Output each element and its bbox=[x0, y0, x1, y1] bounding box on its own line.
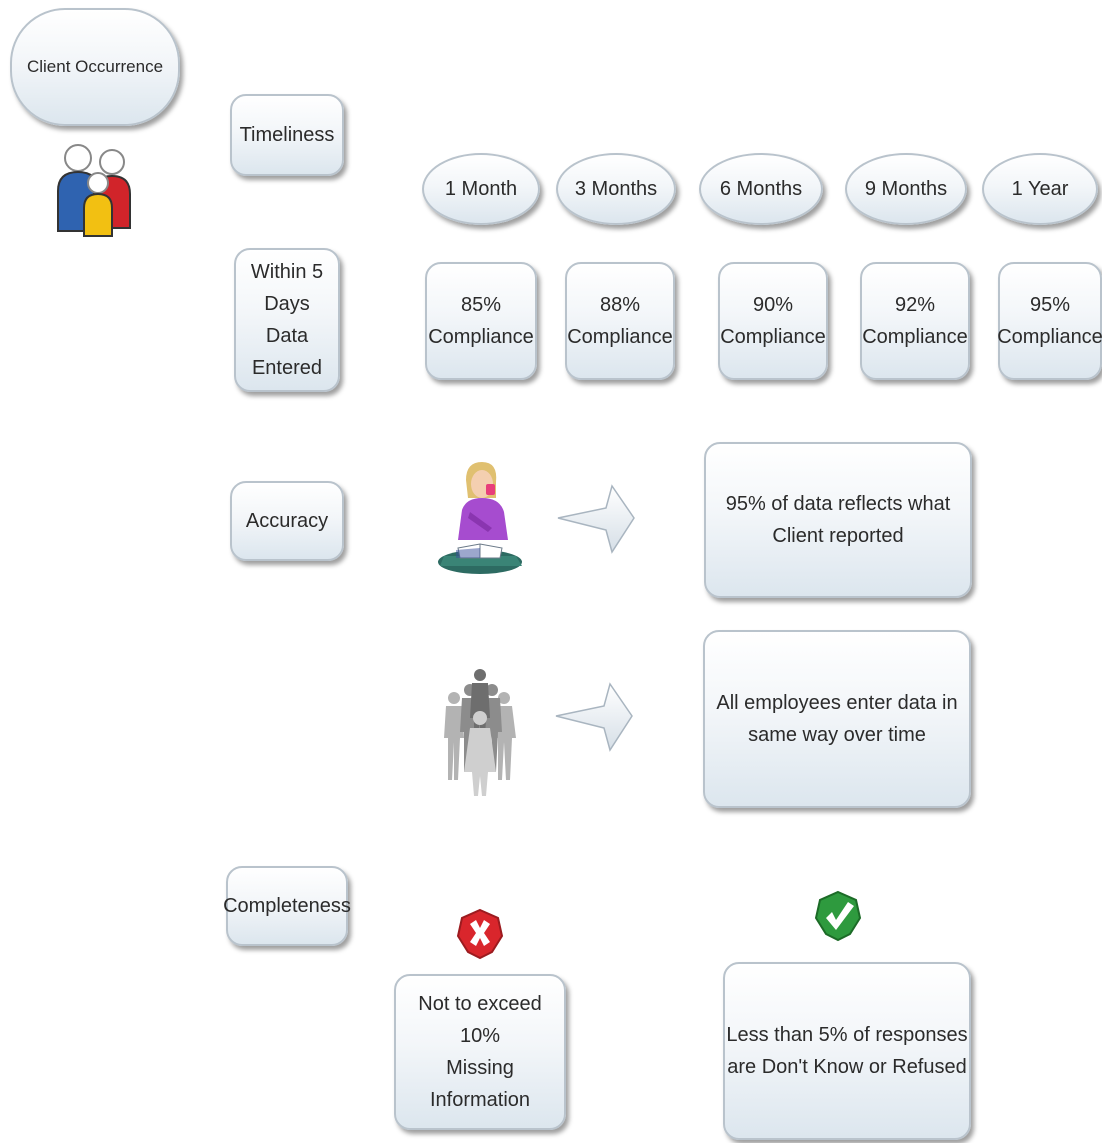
data-reflects-line-1: 95% of data reflects what bbox=[725, 493, 951, 515]
compliance-percent: 85% bbox=[460, 294, 502, 316]
period-label: 6 Months bbox=[719, 178, 803, 200]
compliance-percent: 92% bbox=[894, 294, 936, 316]
period-9-months: 9 Months bbox=[845, 153, 967, 225]
arrow-right-icon bbox=[557, 484, 635, 554]
compliance-percent: 95% bbox=[1029, 294, 1071, 316]
within-5-days-line-4: Entered bbox=[251, 357, 323, 379]
compliance-95-box: 95% Compliance bbox=[997, 262, 1102, 380]
client-occurrence-label: Client Occurrence bbox=[26, 57, 164, 77]
accuracy-label: Accuracy bbox=[245, 510, 329, 532]
green-check-icon bbox=[814, 890, 862, 942]
compliance-92-box: 92% Compliance bbox=[860, 262, 970, 380]
consistency-box: All employees enter data in same way ove… bbox=[703, 630, 971, 808]
data-reflects-box: 95% of data reflects what Client reporte… bbox=[704, 442, 972, 598]
within-5-days-line-3: Data bbox=[265, 325, 309, 347]
within-5-days-line-1: Within 5 bbox=[250, 261, 324, 283]
dont-know-line-2: are Don't Know or Refused bbox=[727, 1056, 967, 1078]
dont-know-refused-box: Less than 5% of responses are Don't Know… bbox=[723, 962, 971, 1140]
period-6-months: 6 Months bbox=[699, 153, 823, 225]
period-label: 1 Month bbox=[444, 178, 518, 200]
dont-know-line-1: Less than 5% of responses bbox=[726, 1024, 968, 1046]
compliance-percent: 88% bbox=[599, 294, 641, 316]
missing-info-line-3: Information bbox=[429, 1089, 531, 1111]
compliance-90-box: 90% Compliance bbox=[718, 262, 828, 380]
completeness-label: Completeness bbox=[223, 895, 351, 917]
client-occurrence-box: Client Occurrence bbox=[10, 8, 180, 126]
compliance-88-box: 88% Compliance bbox=[565, 262, 675, 380]
compliance-percent: 90% bbox=[752, 294, 794, 316]
within-5-days-line-2: Days bbox=[264, 293, 310, 315]
people-group-icon bbox=[57, 144, 131, 237]
period-1-month: 1 Month bbox=[422, 153, 540, 225]
compliance-word: Compliance bbox=[862, 326, 968, 348]
within-5-days-box: Within 5 Days Data Entered bbox=[234, 248, 340, 392]
compliance-word: Compliance bbox=[567, 326, 673, 348]
arrow-right-icon bbox=[555, 682, 633, 752]
woman-at-desk-icon bbox=[438, 462, 522, 574]
period-1-year: 1 Year bbox=[982, 153, 1098, 225]
compliance-word: Compliance bbox=[997, 326, 1102, 348]
missing-info-box: Not to exceed 10% Missing Information bbox=[394, 974, 566, 1130]
compliance-word: Compliance bbox=[428, 326, 534, 348]
missing-info-line-2: Missing bbox=[446, 1057, 514, 1079]
period-label: 9 Months bbox=[864, 178, 948, 200]
period-label: 3 Months bbox=[574, 178, 658, 200]
missing-info-line-1: Not to exceed 10% bbox=[418, 993, 542, 1047]
red-x-icon bbox=[456, 908, 504, 960]
employees-group-icon bbox=[444, 669, 516, 796]
timeliness-label: Timeliness bbox=[239, 124, 335, 146]
compliance-85-box: 85% Compliance bbox=[425, 262, 537, 380]
period-3-months: 3 Months bbox=[556, 153, 676, 225]
consistency-line-1: All employees enter data in bbox=[716, 692, 958, 714]
completeness-box: Completeness bbox=[223, 866, 351, 946]
compliance-word: Compliance bbox=[720, 326, 826, 348]
period-label: 1 Year bbox=[1011, 178, 1069, 200]
timeliness-box: Timeliness bbox=[230, 94, 344, 176]
accuracy-box: Accuracy bbox=[230, 481, 344, 561]
data-reflects-line-2: Client reported bbox=[772, 525, 904, 547]
consistency-line-2: same way over time bbox=[748, 724, 926, 746]
